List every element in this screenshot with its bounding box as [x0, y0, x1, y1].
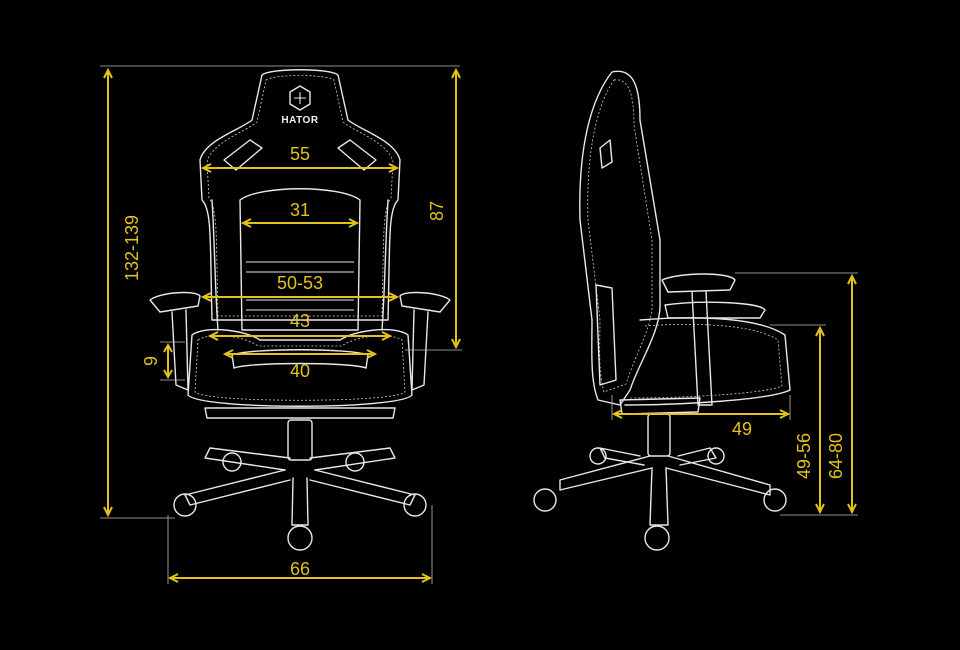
dimension-shoulder-width	[200, 163, 400, 173]
dimension-backrest-height	[405, 67, 462, 351]
dimension-armrest-height	[735, 272, 858, 516]
total-height-label: 132-139	[122, 215, 142, 281]
shoulder-width-label: 55	[290, 144, 310, 164]
seat-width-front-label: 40	[290, 361, 310, 381]
seat-height-label: 49-56	[794, 433, 814, 479]
side-chair-outline	[533, 70, 791, 551]
seat-depth-label: 49	[732, 419, 752, 439]
dimension-seat-width-back	[207, 331, 393, 341]
hator-logo-icon	[289, 85, 311, 111]
dimension-lumbar-width	[240, 218, 360, 228]
lumbar-width-label: 31	[290, 200, 310, 220]
armrest-height-label: 64-80	[826, 433, 846, 479]
brand-logo-text: HATOR	[281, 115, 318, 126]
base-width-label: 66	[290, 559, 310, 579]
dimension-backrest-width	[200, 292, 400, 302]
front-chair-outline	[149, 69, 451, 551]
dimension-base-width	[167, 505, 433, 584]
seat-width-back-label: 43	[290, 311, 310, 331]
backrest-width-label: 50-53	[277, 273, 323, 293]
backrest-height-label: 87	[427, 201, 447, 221]
dimension-seat-width-front	[222, 349, 378, 359]
armrest-adjust-label: 9	[141, 356, 161, 366]
dimension-seat-depth	[611, 395, 791, 420]
dimension-seat-height	[770, 324, 826, 516]
dimension-armrest-adjust	[160, 341, 185, 381]
dimension-total-height	[100, 65, 460, 519]
